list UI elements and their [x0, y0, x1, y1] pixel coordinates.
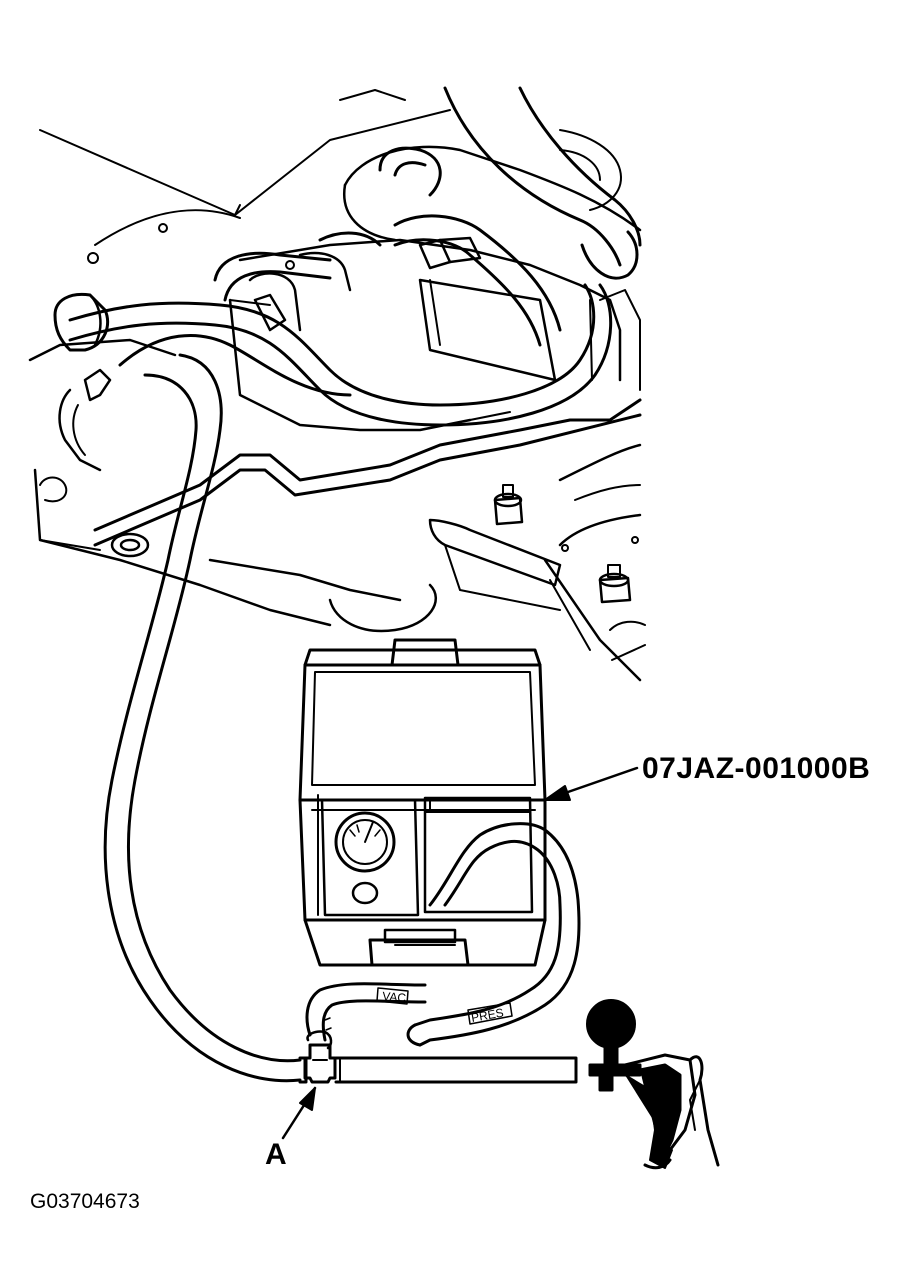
tank-frame: [28, 338, 646, 682]
bolt-head: [598, 564, 632, 604]
pump-hose: [334, 1056, 578, 1084]
upper-loop-hose: [378, 146, 442, 197]
underbody-panel: [39, 89, 642, 270]
long-hose: [103, 353, 308, 1084]
t-fitting: [303, 1030, 337, 1084]
hose-connector-left: [39, 292, 112, 503]
tool-callout-arrow: [543, 766, 639, 802]
bolt-head: [493, 484, 524, 526]
hand-vacuum-pump: [586, 999, 720, 1170]
hose-mark-vac: VAC: [382, 989, 407, 1005]
bolt-head: [110, 532, 150, 558]
bolts: [110, 484, 639, 604]
tool-number-label: 07JAZ-001000B: [642, 752, 871, 785]
point-a-label: A: [265, 1138, 287, 1171]
vapor-hoses: [68, 214, 613, 427]
point-a-arrow: [281, 1086, 317, 1140]
hose-mark-pres: PRES: [470, 1005, 505, 1024]
filler-hose: [443, 86, 642, 280]
tester-kit: [298, 638, 547, 967]
figure-id: G03704673: [30, 1190, 140, 1213]
